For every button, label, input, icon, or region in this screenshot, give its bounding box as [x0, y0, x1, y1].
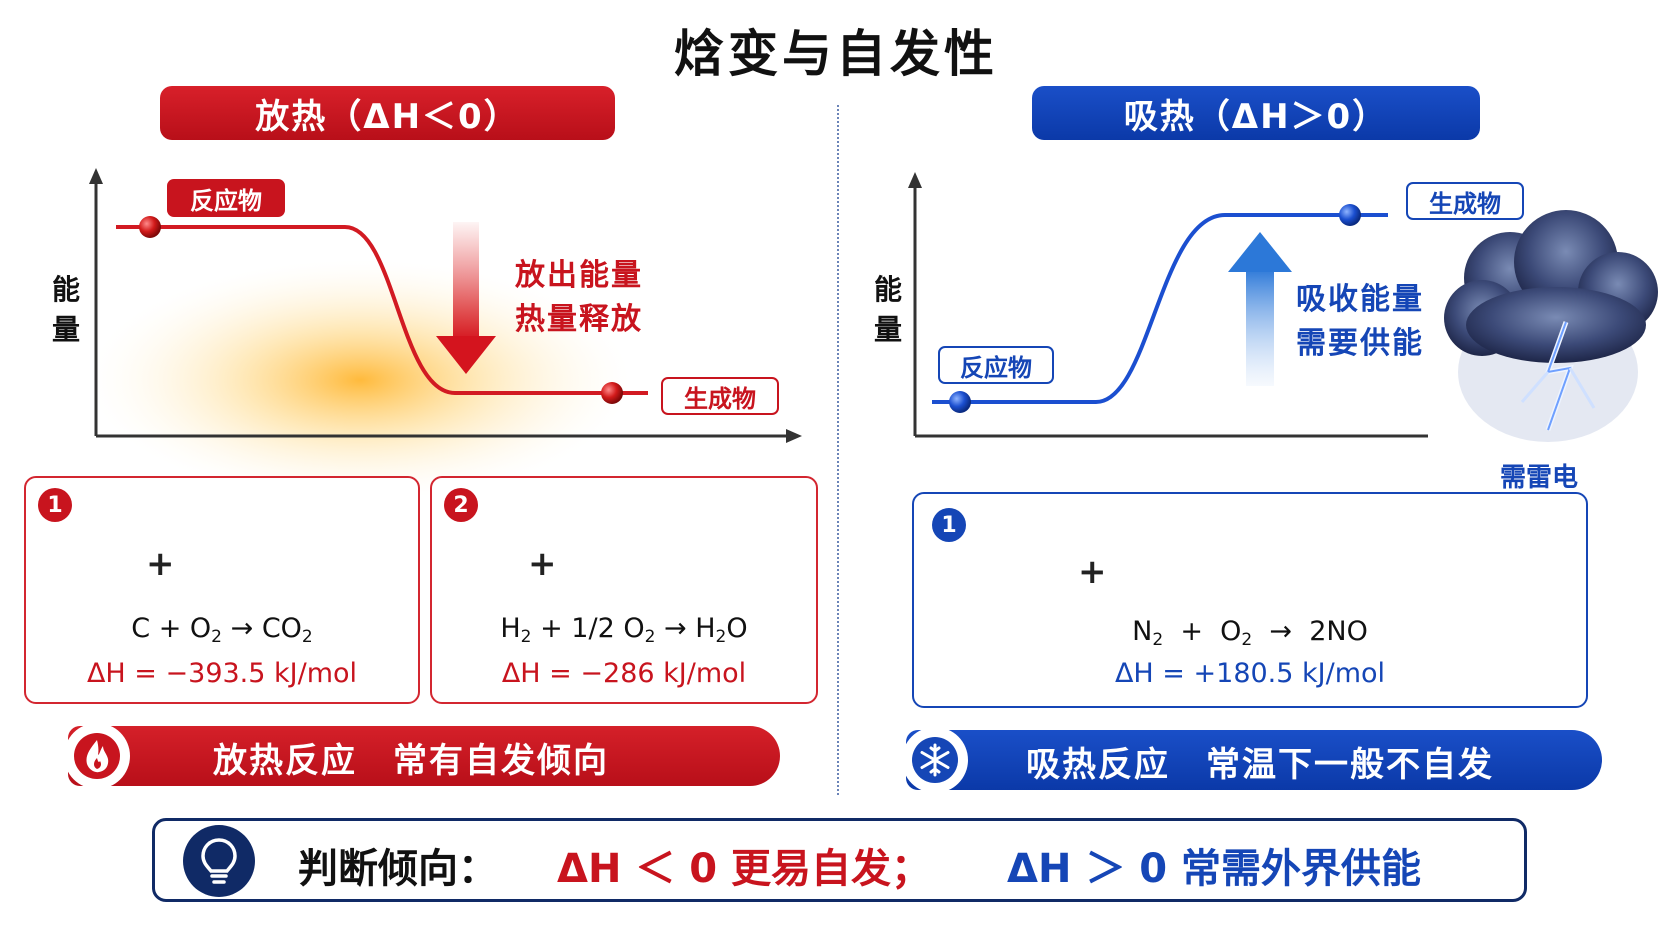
exothermic-summary: 放热反应 常有自发倾向 [64, 723, 780, 789]
reactant-tag-endo: 反应物 [938, 346, 1054, 384]
product-tag-endo: 生成物 [1406, 182, 1524, 220]
plus-sign: + [1078, 552, 1107, 592]
reaction-number-badge: 1 [38, 488, 72, 522]
enthalpy-change-2: ΔH = −286 kJ/mol [501, 658, 747, 689]
reaction-equation-2: H2 + 1/2 O2 → H2O [500, 613, 748, 647]
fire-icon [64, 723, 130, 789]
reaction-box-endo: 1 N2 + O2 → 2NO ΔH = +180.5 kJ/mol [912, 492, 1588, 708]
reactant-tag: 反应物 [167, 179, 285, 217]
reactant-point-endo [949, 391, 971, 413]
exothermic-header: 放热（ΔH＜0） [160, 86, 615, 140]
product-tag: 生成物 [661, 377, 779, 415]
endothermic-header: 吸热（ΔH＞0） [1032, 86, 1480, 140]
conclusion-box: 判断倾向： ΔH ＜ 0 更易自发； ΔH ＞ 0 常需外界供能 [152, 818, 1527, 902]
reaction-number-badge: 1 [932, 508, 966, 542]
exothermic-energy-curve [116, 225, 648, 395]
enthalpy-change-endo: ΔH = +180.5 kJ/mol [1114, 658, 1386, 689]
right-axes [908, 172, 1428, 438]
conclusion-label: 判断倾向： [298, 846, 498, 892]
right-y-axis-label: 能 量 [873, 273, 902, 346]
conclusion-endothermic: ΔH ＞ 0 常需外界供能 [1007, 846, 1422, 892]
conclusion-exothermic: ΔH ＜ 0 更易自发； [557, 846, 932, 892]
snowflake-icon [902, 727, 968, 793]
lightbulb-icon [183, 825, 255, 897]
heat-glow [90, 260, 630, 500]
center-divider [837, 105, 839, 795]
endothermic-summary: 吸热反应 常温下一般不自发 [902, 727, 1602, 793]
enthalpy-change-1: ΔH = −393.5 kJ/mol [86, 658, 358, 689]
energy-absorb-arrow [1228, 232, 1292, 386]
storm-label: 需雷电 [1500, 463, 1579, 493]
page-title: 焓变与自发性 [674, 25, 998, 83]
reaction-equation-1: C + O2 → CO2 [131, 613, 313, 647]
reactant-point [139, 216, 161, 238]
endothermic-note: 吸收能量 需要供能 [1296, 282, 1424, 361]
energy-release-arrow [436, 222, 496, 374]
left-axes [89, 168, 802, 443]
exothermic-note: 放出能量 热量释放 [515, 258, 643, 337]
endothermic-energy-curve [932, 213, 1388, 404]
lightning-cloud-icon [1444, 210, 1658, 442]
reaction-number-badge: 2 [444, 488, 478, 522]
reaction-box-2: 2 H2 + 1/2 O2 → H2O ΔH = −286 kJ/mol [430, 476, 818, 704]
product-point [601, 382, 623, 404]
plus-sign: + [528, 544, 557, 584]
left-y-axis-label: 能 量 [51, 273, 80, 346]
product-point-endo [1339, 204, 1361, 226]
reaction-box-1: 1 C + O2 → CO2 ΔH = −393.5 kJ/mol [24, 476, 420, 704]
reaction-equation-endo: N2 + O2 → 2NO [1132, 616, 1368, 650]
plus-sign: + [146, 544, 175, 584]
